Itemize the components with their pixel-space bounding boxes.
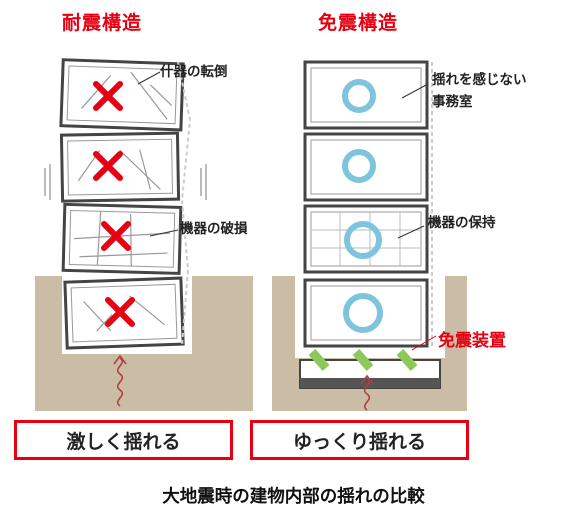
figure-caption: 大地震時の建物内部の揺れの比較 — [162, 487, 425, 507]
violent-shaking-box: 激しく揺れる — [14, 420, 233, 460]
seismic-resistant-title: 耐震構造 — [62, 12, 143, 34]
left-vibration-lines — [44, 164, 207, 200]
isolator-device-icon — [308, 349, 418, 371]
right-shake-arrow — [360, 374, 374, 411]
comparison-illustration — [35, 58, 467, 411]
office-no-shaking-label-line1: 揺れを感じない — [432, 72, 527, 88]
slow-shaking-box: ゆっくり揺れる — [250, 420, 469, 460]
left-damage-marks — [93, 81, 135, 327]
furniture-toppling-label: 什器の転倒 — [160, 64, 228, 80]
right-leader-lines — [397, 83, 437, 351]
left-building — [59, 58, 185, 350]
equipment-damage-label: 機器の破損 — [180, 221, 248, 237]
equipment-retention-label: 機器の保持 — [428, 215, 496, 231]
right-ok-marks — [342, 79, 383, 333]
left-leader-lines — [137, 71, 179, 237]
isolation-device-label: 免震装置 — [438, 331, 506, 351]
left-shake-arrow — [113, 354, 127, 407]
office-no-shaking-label-line2: 事務室 — [432, 94, 473, 110]
base-isolation-title: 免震構造 — [318, 12, 399, 34]
